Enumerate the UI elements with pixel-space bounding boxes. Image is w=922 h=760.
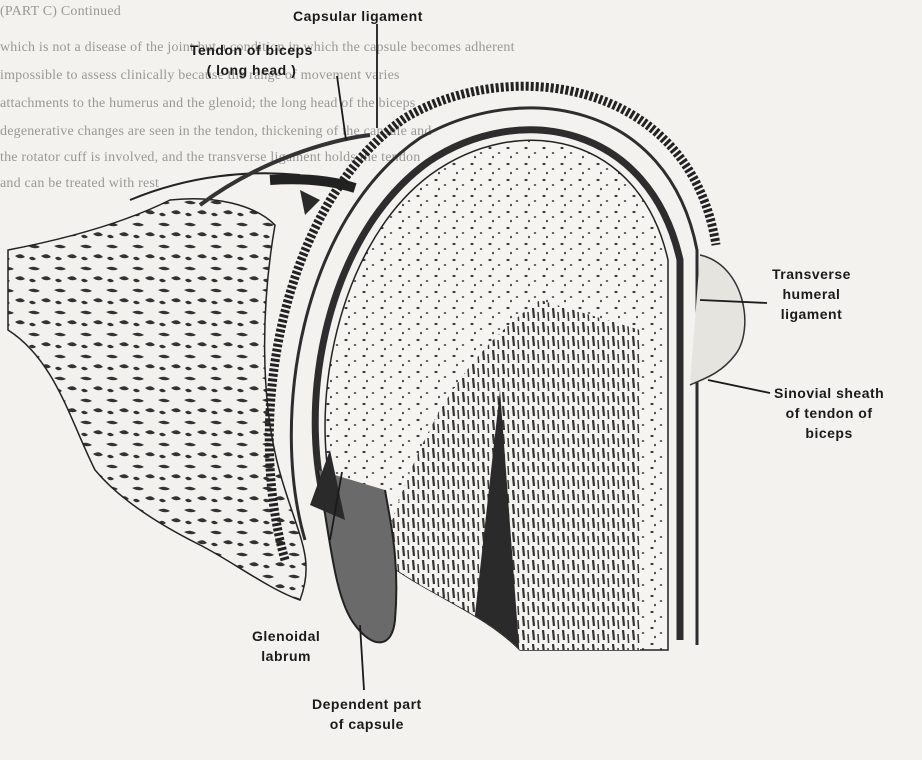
label-capsular-ligament: Capsular ligament [293,6,423,26]
scapula-bone [8,199,306,600]
label-tendon-of-biceps: Tendon of biceps ( long head ) [190,40,313,80]
leader-tendon-of-biceps [337,76,346,140]
label-line: Transverse [772,264,851,284]
biceps-tendon [200,135,370,205]
label-line: Dependent part [312,694,422,714]
label-line: labrum [252,646,320,666]
label-line: Sinovial sheath [774,383,884,403]
label-line: ligament [772,304,851,324]
label-line: Tendon of biceps [190,40,313,60]
label-line: of tendon of [774,403,884,423]
label-transverse-humeral-ligament: Transverse humeral ligament [772,264,851,324]
label-line: of capsule [312,714,422,734]
label-line: biceps [774,423,884,443]
label-sinovial-sheath: Sinovial sheath of tendon of biceps [774,383,884,443]
label-line: Capsular ligament [293,6,423,26]
label-line: humeral [772,284,851,304]
label-glenoidal-labrum: Glenoidal labrum [252,626,320,666]
leader-sinovial-sheath [708,380,770,393]
label-line: Glenoidal [252,626,320,646]
label-dependent-part-of-capsule: Dependent part of capsule [312,694,422,734]
label-line: ( long head ) [190,60,313,80]
